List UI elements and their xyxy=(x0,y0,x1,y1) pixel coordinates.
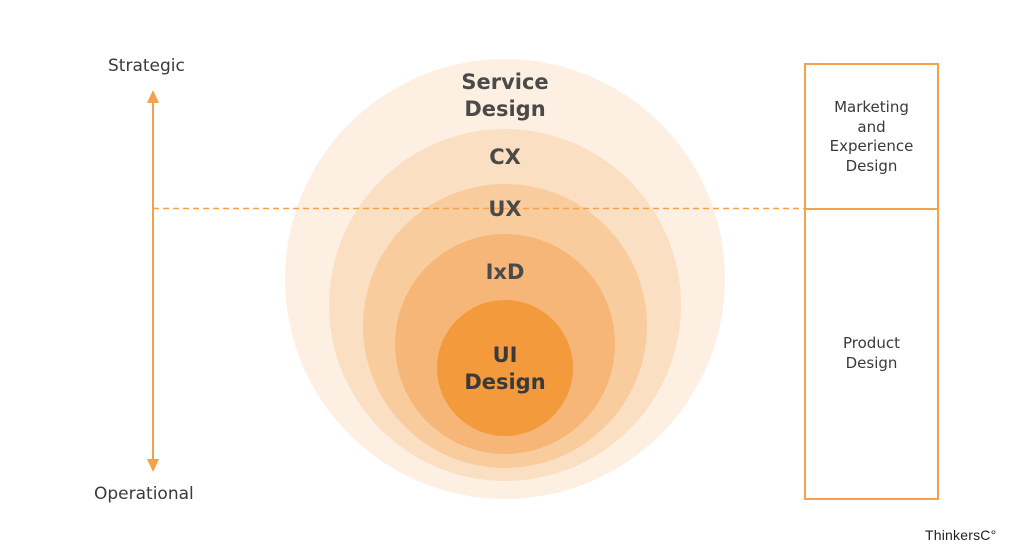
box-marketing-label: Marketing and Experience Design xyxy=(829,98,914,175)
axis-arrow-down-head xyxy=(147,459,159,472)
axis-arrow-up-head xyxy=(147,90,159,103)
ring-label-service-design: Service Design xyxy=(461,70,549,121)
ring-label-ui-design: UI Design xyxy=(464,343,546,394)
ring-label-cx: CX xyxy=(489,145,521,169)
brand-logo-text: ThinkersC° xyxy=(925,527,997,543)
axis-label-strategic: Strategic xyxy=(108,56,185,76)
ring-label-ux: UX xyxy=(488,197,522,221)
axis-label-operational: Operational xyxy=(94,484,194,504)
box-product-label: Product Design xyxy=(843,334,900,372)
box-product-design: Product Design xyxy=(804,208,939,500)
ring-ui-design xyxy=(437,300,573,436)
ring-label-ixd: IxD xyxy=(485,260,525,284)
box-marketing-experience-design: Marketing and Experience Design xyxy=(804,63,939,210)
